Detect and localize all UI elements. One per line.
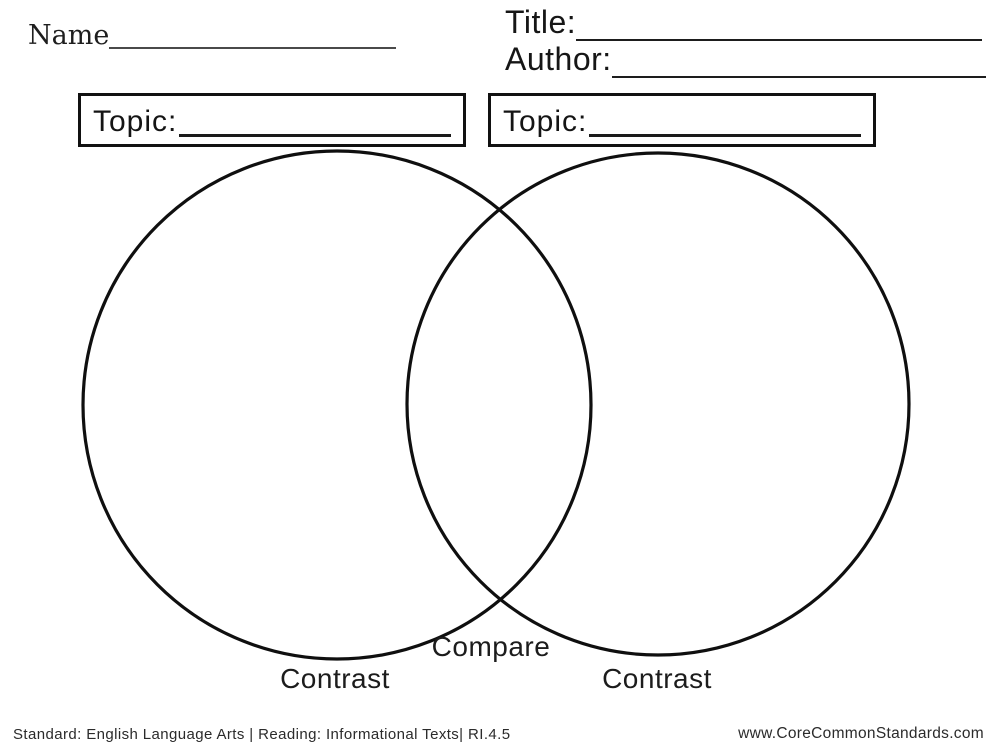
name-label: Name	[28, 20, 110, 51]
author-label: Author:	[505, 40, 612, 77]
standard-attribution-text: Standard: English Language Arts | Readin…	[13, 726, 511, 743]
title-input-line[interactable]	[576, 33, 983, 41]
title-author-block: Title: Author:	[505, 4, 986, 78]
topic-right-input-line[interactable]	[589, 131, 861, 137]
topic-right-label: Topic:	[503, 105, 588, 138]
topic-left-label: Topic:	[93, 105, 178, 138]
topic-box-right: Topic:	[488, 93, 876, 147]
name-field-row: Name	[28, 20, 397, 51]
author-input-line[interactable]	[611, 70, 986, 78]
title-field-row: Title:	[505, 4, 986, 41]
contrast-right-label: Contrast	[602, 663, 712, 694]
website-text: www.CoreCommonStandards.com	[738, 725, 984, 742]
title-label: Title:	[505, 4, 577, 40]
topic-box-left: Topic:	[78, 93, 466, 147]
topic-left-input-line[interactable]	[179, 131, 451, 137]
name-input-line[interactable]	[109, 43, 397, 49]
compare-label: Compare	[431, 631, 551, 662]
contrast-left-label: Contrast	[280, 663, 390, 694]
venn-left-circle	[81, 149, 593, 661]
venn-right-circle	[405, 151, 911, 657]
author-field-row: Author:	[505, 41, 986, 78]
